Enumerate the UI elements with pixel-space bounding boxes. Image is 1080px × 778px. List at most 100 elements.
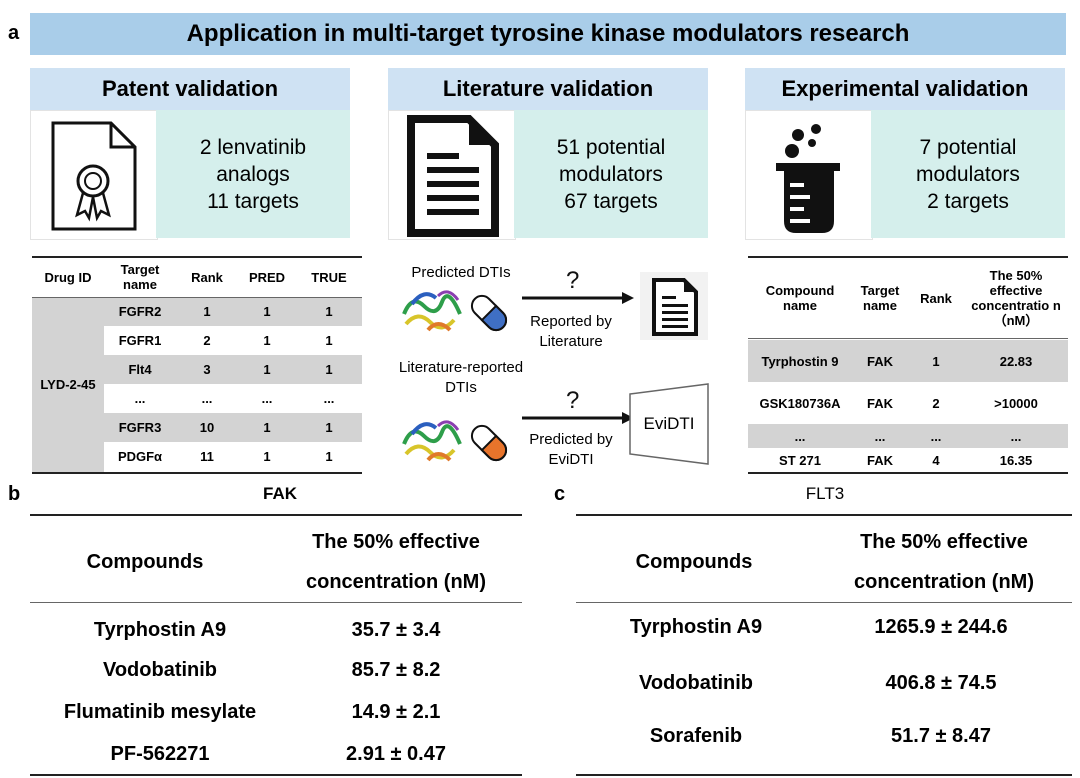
table-cell: 2 <box>203 333 211 348</box>
patent-heading: Patent validation <box>30 68 350 110</box>
predicted-by-label: Predicted by EviDTI <box>529 431 613 468</box>
table-cell: Flt4 <box>128 362 152 377</box>
table-cell: ... <box>134 391 146 406</box>
table-cell: Sorafenib <box>649 724 743 747</box>
table-cell: Flumatinib mesylate <box>63 700 257 723</box>
table-cell: 22.83 <box>999 353 1033 369</box>
table-cell: 1 <box>263 333 271 348</box>
table-cell: 1 <box>325 333 333 348</box>
literature-summary: 51 potential modulators 67 targets <box>514 110 708 238</box>
table-cell: 1 <box>325 449 333 464</box>
table-cell: 406.8 ± 74.5 <box>885 671 997 694</box>
experimental-summary: 7 potential modulators 2 targets <box>871 110 1065 238</box>
table-cell: 1 <box>263 304 271 319</box>
arrow-right-icon: ? <box>518 386 638 426</box>
panel-c-header-ec50-line1: The 50% effective <box>860 530 1028 553</box>
table-cell: ... <box>794 428 806 444</box>
question-mark-2: ? <box>566 387 579 414</box>
table-cell: 1 <box>325 420 333 435</box>
panel-b-header-ec50-line1: The 50% effective <box>312 530 480 553</box>
capsule-icon <box>466 420 512 466</box>
exp-header-compound: Compound name <box>765 283 835 313</box>
literature-line-1: 51 potential <box>556 135 666 159</box>
table-cell: FAK <box>867 395 893 411</box>
panel-c-target: FLT3 <box>805 484 845 503</box>
table-cell: ... <box>1010 428 1022 444</box>
experimental-line-3: 2 targets <box>927 189 1009 213</box>
table-cell: ST 271 <box>779 452 821 468</box>
document-icon <box>388 110 516 240</box>
patent-line-1: 2 lenvatinib <box>199 135 307 159</box>
panel-letter-c: c <box>554 483 566 505</box>
panel-b-header-compounds: Compounds <box>86 550 204 573</box>
literature-reported-label: Literature-reported DTIs <box>398 359 524 396</box>
experimental-heading: Experimental validation <box>745 68 1065 110</box>
document-small-icon <box>640 272 708 340</box>
exp-header-target: Target name <box>860 283 900 313</box>
exp-header-rank: Rank <box>920 290 952 306</box>
table-cell: FGFR1 <box>118 333 162 348</box>
table-cell: 1 <box>263 449 271 464</box>
table-cell: 14.9 ± 2.1 <box>351 700 441 723</box>
patent-header-target: Target name <box>120 262 160 292</box>
panel-b-header-ec50-line2: concentration (nM) <box>306 570 486 593</box>
literature-line-3: 67 targets <box>564 189 658 213</box>
table-cell: 1 <box>932 353 940 369</box>
table-cell: PF-562271 <box>110 742 210 765</box>
predicted-dtis-label: Predicted DTIs <box>411 264 511 281</box>
evidti-model: EviDTI <box>628 382 710 466</box>
patent-line-2: analogs <box>216 162 290 186</box>
evidti-label: EviDTI <box>643 414 695 433</box>
arrow-right-icon: ? <box>518 266 638 306</box>
beaker-icon <box>745 110 873 240</box>
patent-summary: 2 lenvatinib analogs 11 targets <box>156 110 350 238</box>
table-cell: ... <box>323 391 335 406</box>
table-cell: Tyrphostin A9 <box>629 615 763 638</box>
table-cell: FGFR2 <box>118 304 162 319</box>
question-mark-1: ? <box>566 267 579 294</box>
patent-header-drug-id: Drug ID <box>44 269 92 285</box>
experimental-line-2: modulators <box>916 162 1020 186</box>
table-cell: Tyrphostin A9 <box>93 618 227 641</box>
table-cell: 2.91 ± 0.47 <box>346 742 446 765</box>
exp-header-ec50: The 50% effective concentratio n（nM） <box>971 268 1061 328</box>
panel-b-target: FAK <box>263 484 297 503</box>
protein-icon <box>398 414 468 470</box>
panel-c-header-compounds: Compounds <box>635 550 753 573</box>
table-cell: GSK180736A <box>759 395 841 411</box>
table-cell: 35.7 ± 3.4 <box>351 618 441 641</box>
table-cell: PDGFα <box>117 449 163 464</box>
table-cell: Vodobatinib <box>102 658 218 681</box>
table-cell: 1 <box>325 362 333 377</box>
panel-a-title: Application in multi-target tyrosine kin… <box>30 13 1066 55</box>
patent-header-rank: Rank <box>191 269 223 285</box>
table-cell: 1 <box>325 304 333 319</box>
table-cell: 16.35 <box>999 452 1033 468</box>
patent-drug-id: LYD-2-45 <box>40 377 96 392</box>
capsule-icon <box>466 290 512 336</box>
table-cell: 3 <box>203 362 211 377</box>
reported-by-label: Reported by Literature <box>530 313 612 350</box>
table-cell: 10 <box>199 420 215 435</box>
table-cell: 2 <box>932 395 940 411</box>
table-cell: 1 <box>263 362 271 377</box>
certificate-icon <box>30 110 158 240</box>
literature-heading: Literature validation <box>388 68 708 110</box>
panel-letter-a: a <box>8 22 20 44</box>
patent-header-true: TRUE <box>311 269 347 285</box>
table-cell: Vodobatinib <box>638 671 754 694</box>
table-cell: 85.7 ± 8.2 <box>351 658 441 681</box>
table-cell: 1 <box>263 420 271 435</box>
patent-line-3: 11 targets <box>207 189 299 213</box>
protein-icon <box>398 284 468 340</box>
table-cell: ... <box>874 428 886 444</box>
table-cell: 1 <box>203 304 211 319</box>
table-cell: ... <box>930 428 942 444</box>
table-cell: >10000 <box>994 395 1038 411</box>
table-cell: Tyrphostin 9 <box>761 353 839 369</box>
table-cell: ... <box>201 391 213 406</box>
experimental-line-1: 7 potential <box>919 135 1017 159</box>
patent-header-pred: PRED <box>248 269 286 285</box>
table-cell: FAK <box>867 452 893 468</box>
literature-line-2: modulators <box>559 162 663 186</box>
